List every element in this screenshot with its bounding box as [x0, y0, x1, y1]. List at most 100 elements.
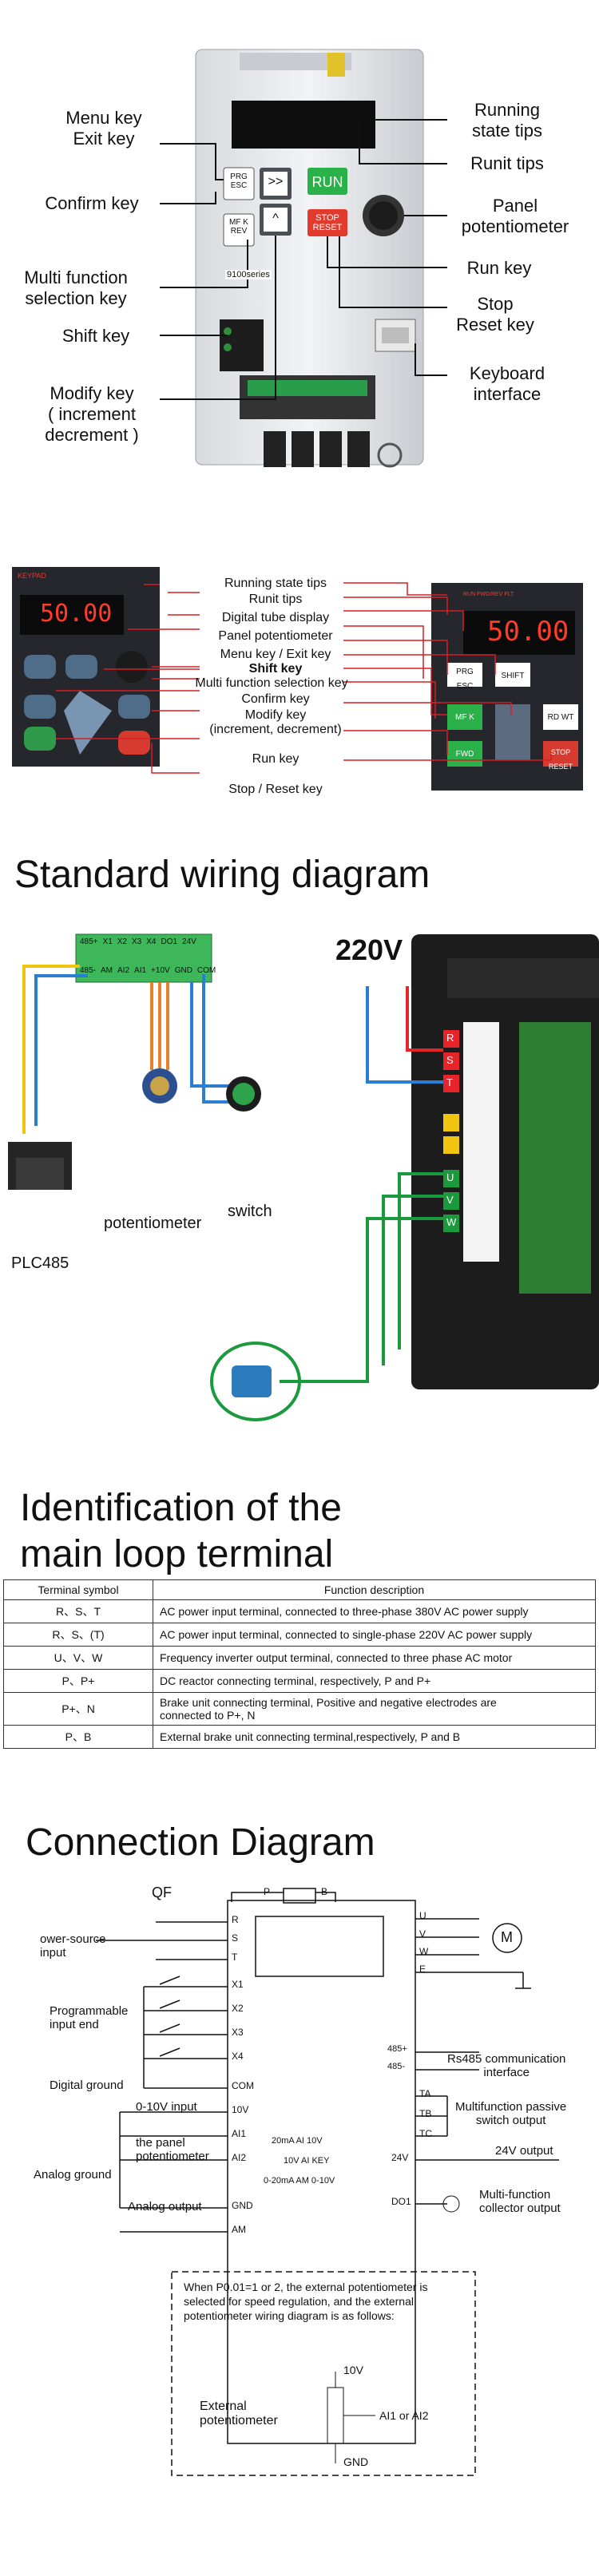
label-run-key: Run key: [252, 752, 300, 766]
jumper-ai-key: 10V AI KEY: [284, 2156, 330, 2166]
connection-title: Connection Diagram: [26, 1821, 375, 1864]
key-stop-label[interactable]: STOP RESET: [312, 213, 343, 232]
terminal-right-u: U: [419, 1910, 426, 1921]
terminal-table: Terminal symbol Function description R、S…: [3, 1579, 596, 1749]
terminal-right-485m: 485-: [387, 2062, 406, 2071]
callout-run-key: Run key: [466, 258, 532, 278]
digital-ground-label: Digital ground: [50, 2079, 124, 2092]
panel-pot-label: the panel potentiometer: [136, 2136, 209, 2163]
jumper-ai-10v: 20mA AI 10V: [272, 2136, 323, 2146]
callout-panel-pot: Panel potentiometer: [461, 196, 569, 236]
keypad-section: 9100series PRG ESC MF K REV >> ^ RUN STO…: [0, 0, 599, 527]
wiring-title: Standard wiring diagram: [14, 854, 430, 896]
terminal-right-e: E: [419, 1964, 426, 1975]
input-0-10-label: 0-10V input: [136, 2100, 197, 2114]
connection-diagram: [96, 1888, 559, 2476]
motor-terminal-u: U: [446, 1171, 454, 1183]
label-confirm: Confirm key: [241, 692, 310, 706]
terminal-right-w: W: [419, 1946, 429, 1957]
terminal-right-do1: DO1: [391, 2196, 411, 2207]
panel-section: KEYPAD 50.00 50.00 RUN FWD/REV FLT PRG E…: [0, 551, 599, 814]
key-shift-label[interactable]: >>: [268, 175, 284, 188]
term-10v: +10V: [151, 966, 170, 975]
terminal-right-tc: TC: [419, 2128, 432, 2139]
right-key-mf[interactable]: MF K: [455, 713, 474, 722]
inverter-brand: 9100series: [225, 270, 272, 279]
term-ai2: AI2: [117, 966, 130, 975]
terminal-symbol-cell: U、V、W: [3, 1646, 153, 1670]
ai-label: AI1 or AI2: [379, 2409, 429, 2422]
inverter-front-illustration: [160, 49, 447, 468]
right-title: RUN FWD/REV FLT: [463, 592, 514, 597]
key-mf-label[interactable]: MF K REV: [229, 218, 248, 236]
right-key-fwd[interactable]: FWD: [455, 750, 474, 759]
right-key-rdwt[interactable]: RD WT: [547, 713, 574, 722]
terminal-left-s: S: [232, 1932, 239, 1944]
key-run-label[interactable]: RUN: [311, 174, 343, 190]
right-key-stop[interactable]: STOP RESET: [548, 748, 573, 771]
terminal-left-ai1: AI1: [232, 2128, 247, 2139]
function-description-cell: DC reactor connecting terminal, respecti…: [153, 1669, 596, 1693]
power-terminal-r: R: [446, 1032, 454, 1044]
terminal-symbol-cell: P、P+: [3, 1669, 153, 1693]
rs485-label: Rs485 communication interface: [447, 2052, 566, 2079]
note-text: When P0.01=1 or 2, the external potentio…: [184, 2281, 428, 2322]
jumper-am: 0-20mA AM 0-10V: [264, 2176, 335, 2186]
terminal-left-10v: 10V: [232, 2104, 249, 2115]
terminal-symbol-cell: P、B: [3, 1725, 153, 1749]
terminal-left-x4: X4: [232, 2051, 244, 2062]
qf-label: QF: [152, 1884, 172, 1900]
term-485m: 485-: [80, 966, 97, 975]
v10-label: 10V: [343, 2364, 363, 2376]
plc-label: PLC485: [11, 1254, 69, 1272]
right-display-value: 50.00: [487, 616, 569, 648]
label-stop-reset: Stop / Reset key: [228, 783, 323, 796]
terminal-left-r: R: [232, 1914, 239, 1925]
term-gnd: GND: [174, 966, 192, 975]
callout-running-state: Running state tips: [471, 100, 543, 141]
label-menu-exit: Menu key / Exit key: [220, 648, 331, 661]
terminal-right-ta: TA: [419, 2088, 431, 2099]
terminal-section: Identification of the main loop terminal…: [0, 1477, 599, 1773]
term-x4: X4: [146, 937, 157, 946]
terminal-right-tb: TB: [419, 2108, 432, 2119]
function-description-cell: Brake unit connecting terminal, Positive…: [153, 1692, 596, 1726]
callout-confirm: Confirm key: [45, 193, 139, 213]
label-panel-pot: Panel potentiometer: [218, 629, 333, 643]
terminal-left-com: COM: [232, 2080, 254, 2091]
motor-terminal-w: W: [446, 1216, 457, 1228]
callout-keyboard-interface: Keyboard interface: [469, 363, 545, 404]
table-row: P、P+DC reactor connecting terminal, resp…: [3, 1669, 596, 1693]
power-terminal-t: T: [446, 1076, 453, 1088]
key-prg-label[interactable]: PRG ESC: [230, 172, 248, 190]
callout-menu-exit: Menu key Exit key: [65, 108, 142, 149]
keypad-brand: KEYPAD: [18, 572, 46, 580]
programmable-label: Programmable input end: [50, 2004, 129, 2031]
callout-shift: Shift key: [61, 326, 130, 346]
term-485p: 485+: [80, 937, 98, 946]
right-key-shift[interactable]: SHIFT: [501, 672, 525, 680]
label-modify: Modify key (increment, decrement): [209, 708, 342, 736]
terminal-right-485p: 485+: [387, 2044, 407, 2054]
motor-label: M: [501, 1929, 513, 1945]
terminal-left-t: T: [232, 1952, 238, 1963]
label-runit: Runit tips: [248, 592, 303, 606]
label-digital-tube: Digital tube display: [221, 611, 330, 624]
table-header-row: Terminal symbol Function description: [3, 1579, 596, 1600]
wiring-illustration: [8, 933, 599, 1421]
key-up-label[interactable]: ^: [272, 212, 279, 225]
function-description-cell: AC power input terminal, connected to th…: [153, 1599, 596, 1623]
analog-output-label: Analog output: [128, 2200, 202, 2213]
term-x2: X2: [117, 937, 127, 946]
voltage-label: 220V: [335, 933, 403, 966]
terminal-left-gnd: GND: [232, 2200, 253, 2211]
term-com: COM: [196, 966, 216, 975]
motor-terminal-v: V: [446, 1194, 454, 1206]
right-key-prg[interactable]: PRG ESC: [456, 668, 474, 691]
panel-illustration: [12, 567, 583, 791]
